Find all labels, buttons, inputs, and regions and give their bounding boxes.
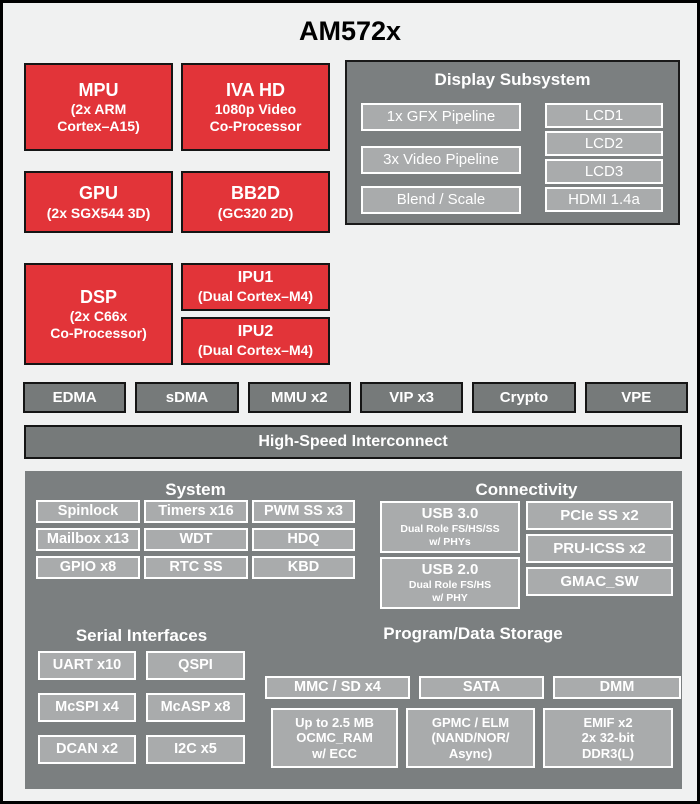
block-hdq: HDQ	[252, 528, 355, 551]
block-emif-line1: EMIF x2	[583, 714, 633, 730]
block-gmac-sw: GMAC_SW	[526, 567, 673, 596]
block-gpu: GPU (2x SGX544 3D)	[24, 171, 173, 233]
block-usb3-line2: w/ PHYs	[429, 535, 471, 548]
system-section-title: System	[165, 480, 226, 499]
block-edma: EDMA	[23, 382, 127, 413]
dss-lcd1: LCD1	[545, 103, 663, 128]
block-usb2: USB 2.0 Dual Role FS/HS w/ PHY	[380, 557, 520, 609]
block-usb3-line1: Dual Role FS/HS/SS	[400, 522, 500, 535]
block-mmu: MMU x2	[247, 382, 351, 413]
block-usb2-title: USB 2.0	[421, 561, 479, 579]
block-timers: Timers x16	[144, 500, 248, 523]
block-ipu2-title: IPU2	[237, 323, 274, 341]
block-pwm-ss: PWM SS x3	[252, 500, 355, 523]
block-ipu2-line1: (Dual Cortex–M4)	[197, 342, 314, 359]
block-sdma: sDMA	[135, 382, 239, 413]
block-mpu-line2: Cortex–A15)	[57, 118, 140, 135]
block-iva-line1: 1080p Video	[214, 101, 297, 118]
block-i2c: I2C x5	[146, 735, 245, 764]
block-vip: VIP x3	[359, 382, 464, 413]
block-mailbox: Mailbox x13	[36, 528, 140, 551]
block-dsp-line1: (2x C66x	[69, 308, 128, 325]
block-bb2d-line1: (GC320 2D)	[217, 204, 294, 221]
serial-section-title: Serial Interfaces	[75, 626, 208, 645]
dss-video-pipeline: 3x Video Pipeline	[361, 146, 521, 174]
block-bb2d: BB2D (GC320 2D)	[181, 171, 330, 233]
dss-gfx-pipeline: 1x GFX Pipeline	[361, 103, 521, 131]
dss-lcd2: LCD2	[545, 131, 663, 156]
block-mcspi: McSPI x4	[38, 693, 136, 722]
block-rtc-ss: RTC SS	[144, 556, 248, 579]
dss-hdmi: HDMI 1.4a	[545, 187, 663, 212]
block-usb2-line2: w/ PHY	[432, 591, 468, 604]
dma-row: EDMA sDMA MMU x2 VIP x3 Crypto VPE	[23, 382, 688, 413]
block-mpu-line1: (2x ARM	[70, 101, 127, 118]
display-subsystem-title: Display Subsystem	[434, 70, 591, 89]
block-gpmc-line1: GPMC / ELM	[431, 714, 510, 730]
block-ocmc-line2: OCMC_RAM	[296, 730, 373, 746]
block-pru-icss: PRU-ICSS x2	[526, 534, 673, 563]
block-wdt: WDT	[144, 528, 248, 551]
block-ipu1-title: IPU1	[237, 269, 274, 287]
block-gpu-title: GPU	[78, 183, 118, 204]
block-crypto: Crypto	[472, 382, 576, 413]
block-iva-title: IVA HD	[225, 79, 285, 100]
block-ipu1: IPU1 (Dual Cortex–M4)	[181, 263, 330, 311]
block-emif: EMIF x2 2x 32-bit DDR3(L)	[543, 708, 673, 768]
block-pcie: PCIe SS x2	[526, 501, 673, 530]
page-title: AM572x	[298, 16, 402, 46]
block-iva-line2: Co-Processor	[209, 118, 302, 135]
block-emif-line2: 2x 32-bit	[581, 730, 635, 746]
block-ocmc-ram: Up to 2.5 MB OCMC_RAM w/ ECC	[271, 708, 398, 768]
block-gpmc-line3: Async)	[448, 745, 493, 761]
block-vpe: VPE	[584, 382, 688, 413]
block-dmm: DMM	[553, 676, 681, 699]
block-gpmc-line2: (NAND/NOR/	[431, 730, 510, 746]
block-dcan: DCAN x2	[38, 735, 136, 764]
block-ocmc-line3: w/ ECC	[312, 745, 357, 761]
block-kbd: KBD	[252, 556, 355, 579]
block-ipu1-line1: (Dual Cortex–M4)	[197, 288, 314, 305]
block-mmc-sd: MMC / SD x4	[265, 676, 410, 699]
dss-lcd3: LCD3	[545, 159, 663, 184]
block-uart: UART x10	[38, 651, 136, 680]
block-dsp: DSP (2x C66x Co-Processor)	[24, 263, 173, 365]
block-qspi: QSPI	[146, 651, 245, 680]
block-mcasp: McASP x8	[146, 693, 245, 722]
block-spinlock: Spinlock	[36, 500, 140, 523]
block-bb2d-title: BB2D	[230, 183, 280, 204]
block-ipu2: IPU2 (Dual Cortex–M4)	[181, 317, 330, 365]
block-gpu-line1: (2x SGX544 3D)	[46, 204, 151, 221]
block-dsp-title: DSP	[79, 286, 117, 307]
display-subsystem-panel: Display Subsystem 1x GFX Pipeline 3x Vid…	[345, 60, 680, 225]
block-ocmc-line1: Up to 2.5 MB	[295, 714, 374, 730]
high-speed-interconnect-bar: High-Speed Interconnect	[24, 425, 682, 459]
storage-section-title: Program/Data Storage	[383, 624, 563, 643]
block-mpu: MPU (2x ARM Cortex–A15)	[24, 63, 173, 151]
block-gpio: GPIO x8	[36, 556, 140, 579]
block-usb3: USB 3.0 Dual Role FS/HS/SS w/ PHYs	[380, 501, 520, 553]
block-emif-line3: DDR3(L)	[582, 745, 634, 761]
block-usb3-title: USB 3.0	[421, 505, 479, 523]
block-iva-hd: IVA HD 1080p Video Co-Processor	[181, 63, 330, 151]
block-dsp-line2: Co-Processor)	[50, 325, 147, 342]
block-mpu-title: MPU	[78, 79, 119, 100]
dss-blend-scale: Blend / Scale	[361, 186, 521, 214]
connectivity-section-title: Connectivity	[475, 480, 578, 499]
block-gpmc-elm: GPMC / ELM (NAND/NOR/ Async)	[406, 708, 535, 768]
block-sata: SATA	[419, 676, 544, 699]
peripherals-panel: System Spinlock Timers x16 PWM SS x3 Mai…	[25, 471, 682, 789]
block-usb2-line1: Dual Role FS/HS	[408, 578, 492, 591]
